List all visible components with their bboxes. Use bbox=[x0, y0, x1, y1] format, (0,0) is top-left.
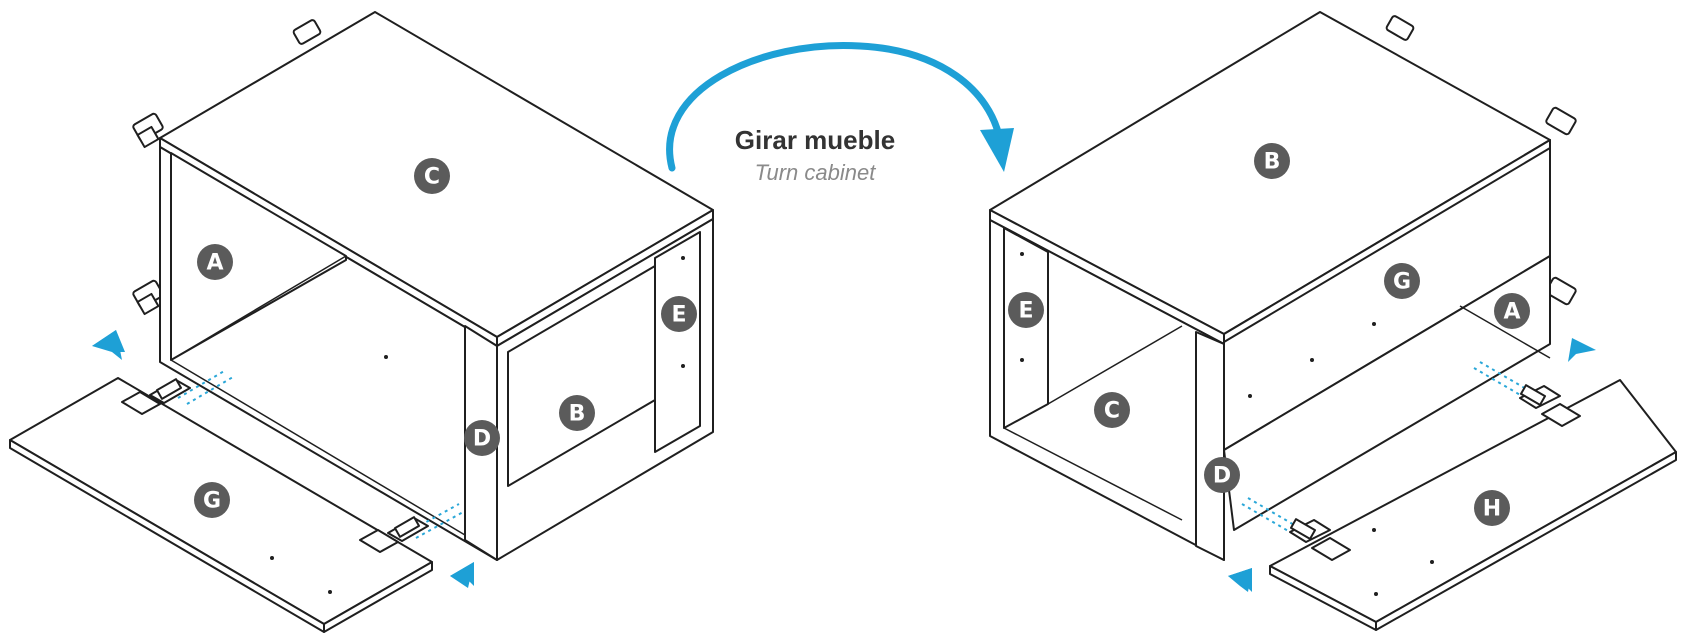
right-door-hinge-top bbox=[1519, 384, 1581, 427]
right-arrow-up bbox=[1568, 338, 1596, 362]
right-badge-g: G bbox=[1384, 263, 1420, 299]
left-badge-a: A bbox=[197, 244, 233, 280]
svg-text:H: H bbox=[1483, 497, 1501, 522]
caption-title: Girar mueble bbox=[735, 125, 895, 155]
svg-text:G: G bbox=[203, 489, 221, 514]
left-cabinet-legs bbox=[132, 19, 322, 316]
right-badge-a: A bbox=[1494, 293, 1530, 329]
svg-text:D: D bbox=[473, 427, 491, 452]
svg-text:E: E bbox=[671, 303, 686, 328]
left-panel-e bbox=[654, 231, 701, 453]
left-arrow-right bbox=[450, 562, 474, 588]
svg-text:G: G bbox=[1393, 270, 1411, 295]
right-cabinet bbox=[989, 11, 1577, 561]
right-badge-e: E bbox=[1008, 292, 1044, 328]
svg-text:B: B bbox=[569, 402, 586, 427]
right-door-hinge-bottom bbox=[1289, 518, 1351, 561]
right-arrow-left bbox=[1228, 568, 1252, 592]
left-door-hinge-top bbox=[121, 378, 191, 415]
caption-subtitle: Turn cabinet bbox=[755, 160, 877, 185]
turn-arrow bbox=[666, 42, 1014, 172]
left-door-hinge-bottom bbox=[359, 516, 429, 553]
right-badge-h: H bbox=[1474, 490, 1510, 526]
right-panel-d bbox=[1195, 331, 1225, 561]
right-badge-b: B bbox=[1254, 143, 1290, 179]
left-arrow-up bbox=[92, 330, 125, 360]
left-badge-e: E bbox=[661, 296, 697, 332]
right-door-h bbox=[1269, 379, 1677, 631]
left-badge-d: D bbox=[464, 420, 500, 456]
svg-text:A: A bbox=[206, 251, 223, 276]
left-badge-b: B bbox=[559, 395, 595, 431]
left-badge-c: C bbox=[414, 158, 450, 194]
right-badge-d: D bbox=[1204, 457, 1240, 493]
svg-text:D: D bbox=[1213, 464, 1231, 489]
left-badge-g: G bbox=[194, 482, 230, 518]
svg-text:C: C bbox=[1104, 399, 1120, 424]
right-badge-c: C bbox=[1094, 392, 1130, 428]
svg-text:A: A bbox=[1503, 300, 1520, 325]
svg-text:B: B bbox=[1264, 150, 1281, 175]
svg-text:C: C bbox=[424, 165, 440, 190]
svg-text:E: E bbox=[1018, 299, 1033, 324]
